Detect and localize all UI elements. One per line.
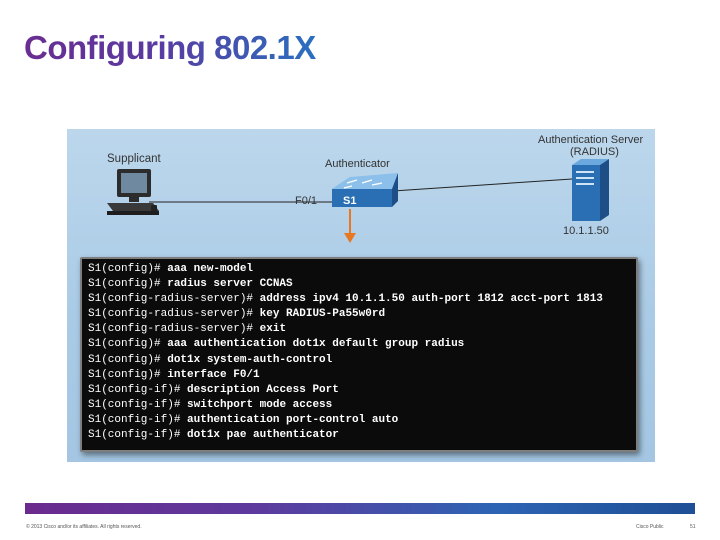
topology-diagram — [107, 159, 609, 243]
supplicant-label: Supplicant — [107, 153, 161, 165]
cli-line: S1(config-if)# authentication port-contr… — [88, 413, 399, 426]
down-arrow-icon — [344, 209, 356, 243]
cli-line: S1(config)# interface F0/1 — [88, 368, 260, 381]
server-label-line2: (RADIUS) — [570, 146, 619, 158]
cli-line: S1(config-if)# dot1x pae authenticator — [88, 429, 339, 442]
cli-line: S1(config)# aaa new-model — [88, 263, 254, 275]
classification-text: Cisco Public — [636, 524, 664, 530]
switch-label: S1 — [343, 195, 357, 207]
slide-title: Configuring 802.1X — [24, 29, 316, 66]
server-label-line1: Authentication Server — [538, 134, 644, 146]
cli-line: S1(config-radius-server)# exit — [88, 323, 287, 336]
radius-server-icon — [572, 159, 609, 221]
cli-line: S1(config-if)# description Access Port — [88, 383, 339, 396]
footer-bar — [25, 503, 695, 514]
cli-line: S1(config)# dot1x system-auth-control — [88, 353, 333, 366]
cli-line: S1(config)# radius server CCNAS — [88, 278, 293, 291]
link-switch-server — [392, 178, 573, 192]
cli-line: S1(config-radius-server)# key RADIUS-Pa5… — [88, 308, 386, 321]
cli-line: S1(config-if)# switchport mode access — [88, 398, 333, 411]
page-number: 51 — [690, 524, 696, 530]
switch-s1-icon — [332, 173, 398, 207]
cli-line: S1(config-radius-server)# address ipv4 1… — [88, 293, 603, 306]
copyright-text: © 2013 Cisco and/or its affiliates. All … — [26, 524, 142, 530]
cli-line: S1(config)# aaa authentication dot1x def… — [88, 338, 465, 351]
authenticator-label: Authenticator — [325, 158, 390, 170]
supplicant-pc-icon — [107, 169, 159, 215]
server-ip-label: 10.1.1.50 — [563, 225, 609, 237]
cli-terminal: S1(config)# aaa new-model S1(config)# ra… — [80, 257, 638, 452]
port-label: F0/1 — [295, 195, 318, 207]
